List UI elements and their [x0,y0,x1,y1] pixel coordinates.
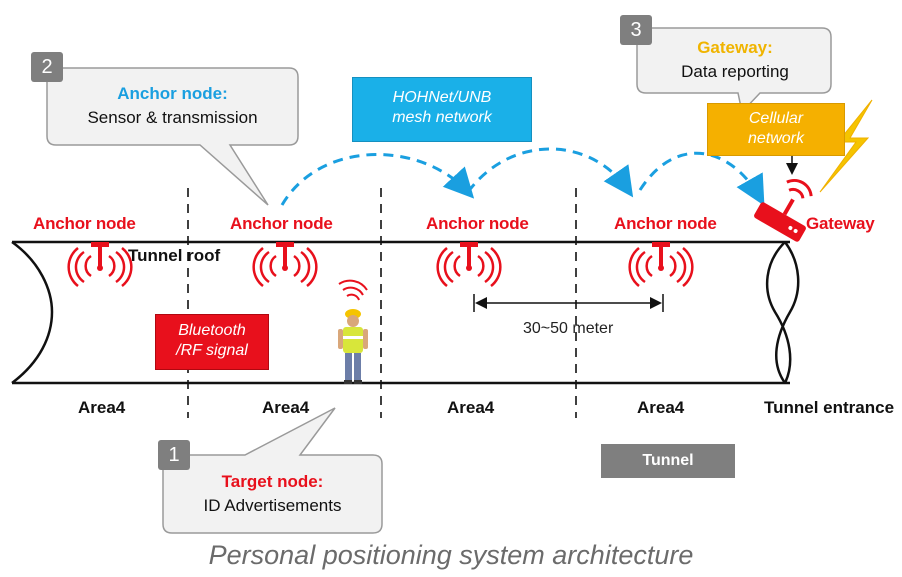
mesh-network-line2: mesh network [392,109,492,126]
area-label: Area4 [262,398,310,417]
callout-1-content: Target node: ID Advertisements [170,472,375,516]
callout-2-title: Anchor node: [117,84,228,103]
callout-1-title: Target node: [221,472,324,491]
step-2-badge: 2 [31,52,63,82]
gateway-router-icon [754,178,813,242]
cellular-network-line1: Cellular [748,110,804,127]
callout-3-content: Gateway: Data reporting [645,38,825,82]
anchor-node-label: Anchor node [33,214,136,233]
callout-3-title: Gateway: [697,38,773,57]
cellular-network-box: Cellular network [707,103,845,156]
mesh-network-line1: HOHNet/UNB [392,89,492,106]
mesh-network-box: HOHNet/UNB mesh network [352,77,532,142]
distance-label: 30~50 meter [523,320,614,337]
anchor-signal-icon [67,242,133,287]
anchor-signal-icon [628,242,694,287]
anchor-node-label: Anchor node [230,214,333,233]
tunnel-roof-label: Tunnel roof [128,246,221,265]
bluetooth-line2: /RF signal [176,342,248,359]
distance-marker [473,294,664,312]
gateway-label: Gateway [806,214,875,233]
anchor-node-label: Anchor node [614,214,717,233]
callout-3-body: Data reporting [681,62,789,81]
worker-figure [338,279,368,384]
callout-1-body: ID Advertisements [203,496,342,515]
area-label: Area4 [637,398,685,417]
figure-caption: Personal positioning system architecture [208,540,694,570]
callout-2-body: Sensor & transmission [87,108,258,127]
step-1-badge: 1 [158,440,190,470]
bluetooth-rf-box: Bluetooth /RF signal [155,314,269,370]
cellular-network-line2: network [747,130,805,147]
callout-2-content: Anchor node: Sensor & transmission [55,84,290,128]
anchor-signal-icon [436,242,502,287]
step-3-badge: 3 [620,15,652,45]
tunnel-tag: Tunnel [601,444,735,478]
mesh-arcs [280,147,765,206]
area-label: Area4 [78,398,126,417]
area-label: Area4 [447,398,495,417]
bluetooth-line1: Bluetooth [178,322,246,339]
tunnel-entrance-label: Tunnel entrance [764,398,895,417]
anchor-signal-icon [252,242,318,287]
anchor-node-label: Anchor node [426,214,529,233]
